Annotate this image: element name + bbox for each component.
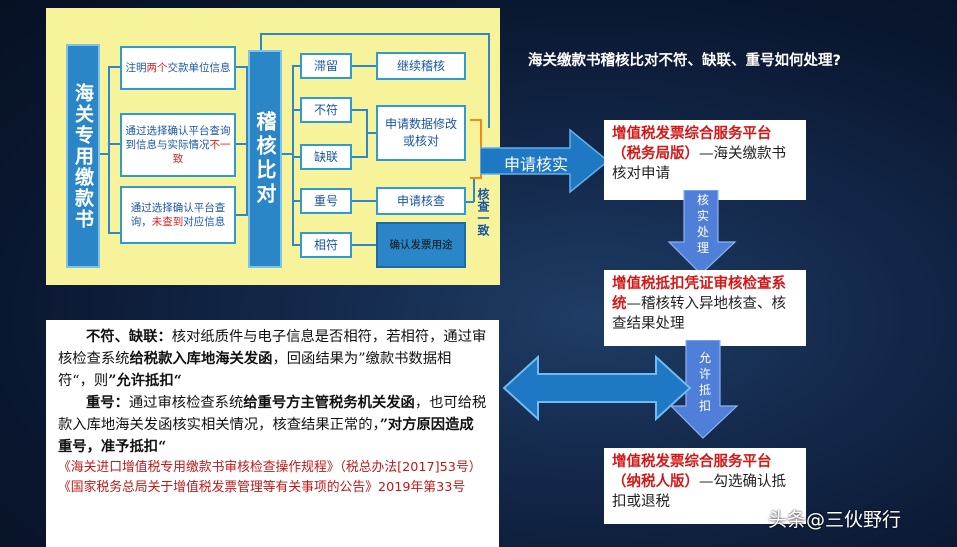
watermark: 头条@三伙野行 (768, 509, 902, 531)
note-p1-bold: 给税款入库地海关发函 (129, 351, 273, 367)
connector (352, 156, 366, 158)
status-box-duplicate: 重号 (300, 188, 352, 214)
action-confirm-invoice-use: 确认发票用途 (376, 222, 466, 268)
connector (260, 33, 490, 35)
info-box-notfound: 通过选择确认平台查询，未查到对应信息 (120, 186, 236, 244)
connector (282, 153, 292, 155)
card2-text: —稽核转入异地核查、核查结果处理 (612, 296, 786, 332)
connector (108, 66, 120, 68)
action-request-verify: 申请核查 (376, 187, 466, 215)
connector (292, 244, 300, 246)
note-p1-c: ，回函结果为”缴款书数据相符“，则 (58, 351, 452, 389)
note-p2-c: ，也可给税款入库地海关发函核实相关情况，核查结果正常的， (58, 395, 487, 433)
connector (236, 143, 246, 145)
note-p2-a: 通过审核检查系统 (128, 395, 244, 411)
connector (108, 232, 120, 234)
page-title: 海关缴款书稽核比对不符、缺联、重号如何处理? (528, 53, 841, 69)
card1-text: —海关缴款书核对申请 (612, 146, 786, 182)
connector (108, 143, 120, 145)
allow-deduct-arrow (669, 340, 739, 439)
box3-text-c: 对应信息 (183, 216, 226, 228)
box1-text-a: 注明 (125, 62, 147, 74)
card-tax-bureau: 增值税发票综合服务平台（税务局版）—海关缴款书核对申请 (604, 120, 806, 200)
note-paragraph-1: 不符、缺联：核对纸质件与电子信息是否相符，若相符，通过审核检查系统给税款入库地海… (58, 326, 487, 392)
box2-text-red: 不一致 (172, 139, 231, 165)
audit-compare-bar: 稽核比对 (248, 50, 282, 268)
connector (108, 66, 110, 234)
verify-process-arrow (667, 190, 737, 275)
note-paragraph-2: 重号：通过审核检查系统给重号方主管税务机关发函，也可给税款入库地海关发函核实相关… (58, 392, 487, 458)
info-box-mismatch: 通过选择确认平台查询到信息与实际情况不一致 (120, 113, 236, 177)
double-arrow (502, 355, 692, 421)
card3-highlight: 增值税发票综合服务平台（纳税人版） (612, 453, 772, 490)
apply-verify-arrow (480, 128, 610, 194)
status-box-mismatch: 不符 (300, 97, 352, 123)
action-request-modify: 申请数据修改或核对 (376, 105, 466, 161)
status-box-retained: 滞留 (300, 53, 352, 79)
action-continue-audit: 继续稽核 (376, 52, 466, 80)
card3-text: —勾选确认抵扣或退税 (612, 474, 786, 510)
flow-diagram-panel: 海关专用缴款书 注明两个交款单位信息 通过选择确认平台查询到信息与实际情况不一致… (46, 8, 500, 285)
status-box-match: 相符 (300, 232, 352, 258)
connector (466, 201, 474, 203)
note-p2-head: 重号： (86, 395, 129, 411)
connector (292, 200, 300, 202)
connector (292, 109, 300, 111)
customs-payment-book-bar: 海关专用缴款书 (66, 44, 100, 268)
box1-text-c: 交款单位信息 (167, 62, 231, 74)
note-p1-a: 核对纸质件与电子信息是否相符，若相符，通过审核检查系统 (58, 329, 487, 367)
connector (246, 66, 248, 216)
verify-consistent-label: 核查一致 (476, 188, 490, 236)
connector (292, 65, 300, 67)
connector (292, 156, 300, 158)
connector (366, 132, 376, 134)
connector (352, 244, 376, 246)
connector (488, 33, 490, 128)
connector (236, 66, 246, 68)
connector (260, 33, 262, 50)
verify-process-label: 核实处理 (696, 193, 709, 255)
box2-text-a: 通过选择确认平台查询到信息与实际情况 (125, 125, 231, 151)
allow-deduct-label: 允许抵扣 (698, 351, 711, 413)
note-p1-head: 不符、缺联： (86, 329, 172, 345)
apply-verify-label: 申请核实 (504, 155, 569, 174)
connector (100, 153, 108, 155)
explanation-panel: 不符、缺联：核对纸质件与电子信息是否相符，若相符，通过审核检查系统给税款入库地海… (46, 320, 499, 547)
connector (473, 179, 475, 202)
card-taxpayer: 增值税发票综合服务平台（纳税人版）—勾选确认抵扣或退税 (604, 448, 806, 524)
note-p1-bold2: ”允许抵扣“ (108, 373, 182, 389)
info-box-specify: 注明两个交款单位信息 (120, 46, 236, 90)
connector (236, 214, 246, 216)
note-p2-bold2: ”对方原因造成重号，准予抵扣“ (58, 417, 474, 455)
card-deduction-system: 增值税抵扣凭证审核检查系统—稽核转入异地核查、核查结果处理 (604, 270, 806, 346)
connector (352, 200, 376, 202)
connector (352, 109, 366, 111)
box1-text-red: 两个 (146, 62, 168, 74)
note-p2-bold: 给重号方主管税务机关发函 (243, 395, 415, 411)
box3-text-a: 通过选择确认平台查询， (130, 202, 226, 228)
connector (292, 65, 294, 245)
box3-text-red: 未查到 (151, 216, 184, 228)
connector (352, 65, 376, 67)
card2-highlight: 增值税抵扣凭证审核检查系统 (612, 275, 786, 312)
status-box-missing-link: 缺联 (300, 144, 352, 170)
note-references: 《海关进口增值税专用缴款书审核检查操作规程》（税总办法[2017]53号）《国家… (58, 460, 482, 495)
card1-highlight: 增值税发票综合服务平台（税务局版） (612, 125, 772, 162)
